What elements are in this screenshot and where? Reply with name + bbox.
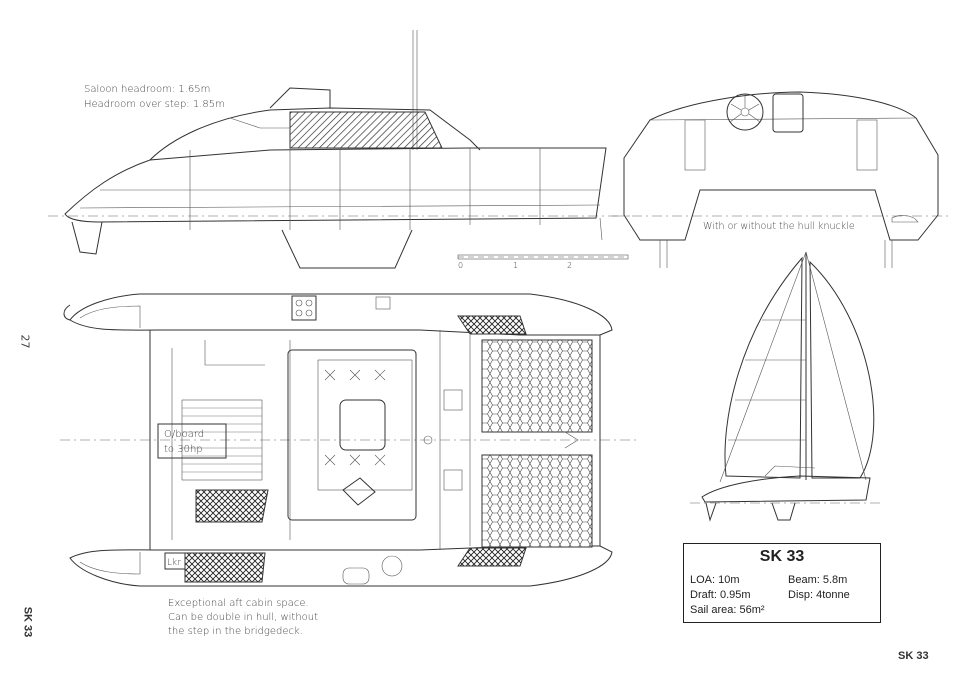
outboard-note-line1: O/board bbox=[164, 429, 204, 440]
saloon-headroom-note: Saloon headroom: 1.65m bbox=[84, 84, 210, 95]
spec-title: SK 33 bbox=[759, 548, 805, 565]
locker-label: Lkr bbox=[167, 558, 181, 568]
hull-knuckle-note: With or without the hull knuckle bbox=[703, 221, 855, 232]
scale-tick: 0 bbox=[458, 261, 463, 270]
aft-cabin-note-line3: the step in the bridgedeck. bbox=[168, 626, 303, 637]
spec-loa: LOA: 10m bbox=[690, 574, 740, 586]
spec-beam: Beam: 5.8m bbox=[788, 574, 848, 586]
outboard-note-line2: to 30hp bbox=[164, 444, 203, 455]
step-headroom-note: Headroom over step: 1.85m bbox=[84, 99, 225, 110]
sail-plan-view bbox=[690, 251, 880, 522]
aft-cabin-note-line2: Can be double in hull, without bbox=[168, 612, 318, 623]
spec-draft: Draft: 0.95m bbox=[690, 589, 751, 601]
side-label: SK 33 bbox=[21, 606, 34, 638]
page-number: 27 bbox=[18, 334, 32, 349]
profile-view bbox=[48, 30, 630, 269]
scale-tick: 1 bbox=[513, 261, 518, 270]
spec-table: SK 33 LOA: 10m Beam: 5.8m Draft: 0.95m D… bbox=[683, 543, 881, 623]
plan-view bbox=[60, 293, 640, 587]
footer-label: SK 33 bbox=[898, 650, 929, 662]
scale-bar: 0 1 2 bbox=[457, 254, 629, 270]
spec-disp: Disp: 4tonne bbox=[788, 589, 850, 601]
spec-sail-area: Sail area: 56m² bbox=[690, 604, 765, 616]
aft-cabin-note-line1: Exceptional aft cabin space. bbox=[168, 598, 309, 609]
front-view bbox=[612, 91, 950, 268]
scale-tick: 2 bbox=[567, 261, 572, 270]
